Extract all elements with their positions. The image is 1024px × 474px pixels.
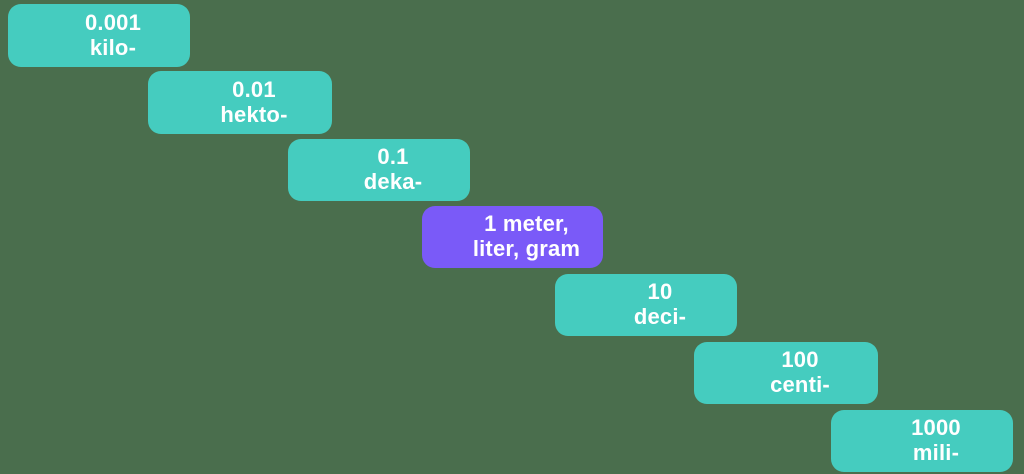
step-prefix: kilo- xyxy=(89,34,137,60)
step-value: 0.01 xyxy=(232,76,276,102)
step-prefix: deci- xyxy=(633,304,687,329)
step-prefix: mili- xyxy=(912,440,960,465)
step-value: 1000 xyxy=(911,415,961,441)
step-prefix: hekto- xyxy=(220,101,288,127)
step-value: 100 xyxy=(781,347,819,373)
step-box-litergram: 1 meter,liter, gram xyxy=(422,206,603,268)
step-prefix: deka- xyxy=(363,169,423,194)
step-prefix: centi- xyxy=(770,372,830,397)
step-value: 10 xyxy=(647,279,673,305)
step-value: 0.001 xyxy=(84,9,142,35)
step-text-block: 1 meter,liter, gram xyxy=(473,212,580,261)
step-prefix: liter, gram xyxy=(472,236,581,261)
step-value: 1 meter, xyxy=(484,211,569,237)
step-value: 0.1 xyxy=(377,144,409,170)
